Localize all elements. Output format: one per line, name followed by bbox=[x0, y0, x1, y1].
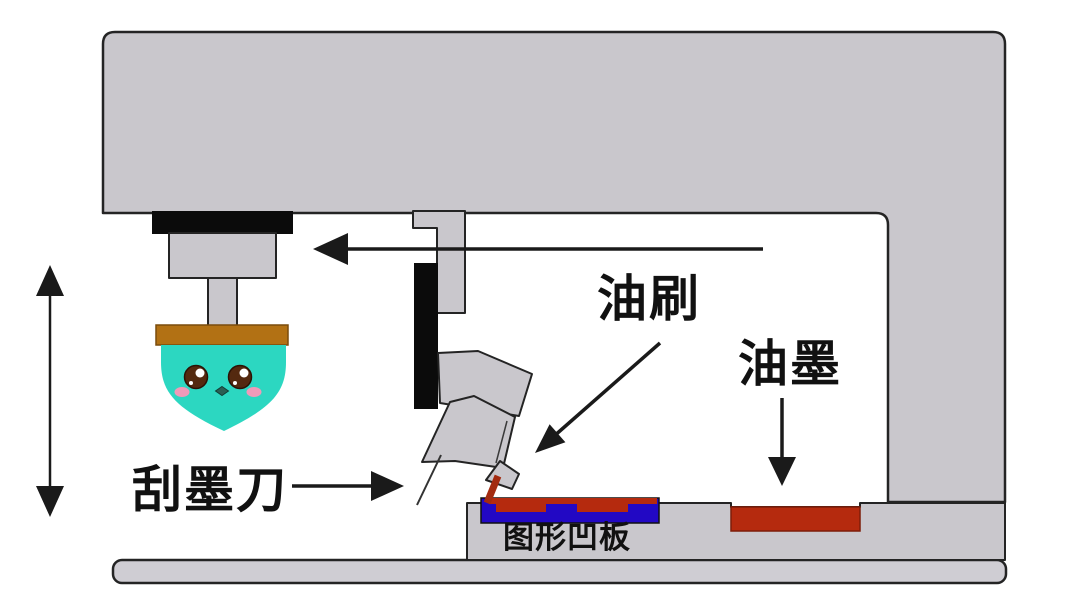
right-cheek bbox=[246, 387, 262, 397]
ink-film-strip bbox=[489, 498, 657, 504]
blade-black-bar bbox=[414, 263, 438, 409]
move-left-arrow bbox=[313, 233, 763, 265]
ink-pool bbox=[730, 506, 861, 532]
ink-scraper-label: 刮墨刀 bbox=[132, 462, 288, 518]
down-arrowhead bbox=[36, 486, 64, 517]
ink-arrow bbox=[768, 398, 796, 486]
brush-seam bbox=[495, 420, 508, 464]
scraper-needle bbox=[416, 454, 442, 506]
left-eye-glint bbox=[189, 381, 193, 385]
oil-brush-arrow bbox=[535, 341, 662, 453]
pad-stem bbox=[207, 277, 238, 327]
oil-brush-label: 油刷 bbox=[597, 271, 701, 327]
move-left-arrowhead bbox=[313, 233, 348, 265]
scraper-arrowhead bbox=[371, 471, 404, 501]
up-arrowhead bbox=[36, 265, 64, 296]
right-eye-glint bbox=[233, 381, 237, 385]
pad-mount-black bbox=[152, 211, 293, 234]
right-eye-highlight bbox=[239, 368, 249, 378]
ink-label: 油墨 bbox=[738, 336, 842, 392]
ink-cell-left bbox=[496, 498, 546, 512]
intaglio-plate-label: 图形凹板 bbox=[503, 520, 631, 555]
machine-frame bbox=[101, 30, 1007, 504]
pad-fixture-bar bbox=[155, 324, 289, 346]
vertical-stroke-arrow bbox=[36, 265, 64, 517]
pad-face bbox=[174, 364, 262, 397]
scraper-arrow bbox=[292, 471, 404, 501]
oil-brush-arrowhead bbox=[535, 424, 566, 453]
intaglio-plate bbox=[480, 497, 660, 524]
ink-cell-right bbox=[577, 498, 628, 512]
left-eye-highlight bbox=[195, 368, 205, 378]
pad-right-eye bbox=[227, 364, 253, 390]
pad-head-assembly bbox=[152, 211, 293, 431]
ink-arrowhead bbox=[768, 457, 796, 486]
brush-assembly bbox=[416, 350, 533, 506]
pad-mouth bbox=[214, 385, 230, 397]
left-cheek bbox=[174, 387, 190, 397]
brush-ink-stroke bbox=[483, 474, 502, 505]
pad-mount-gray bbox=[168, 232, 277, 279]
pad-left-eye bbox=[183, 364, 209, 390]
machine-base bbox=[111, 558, 1008, 585]
